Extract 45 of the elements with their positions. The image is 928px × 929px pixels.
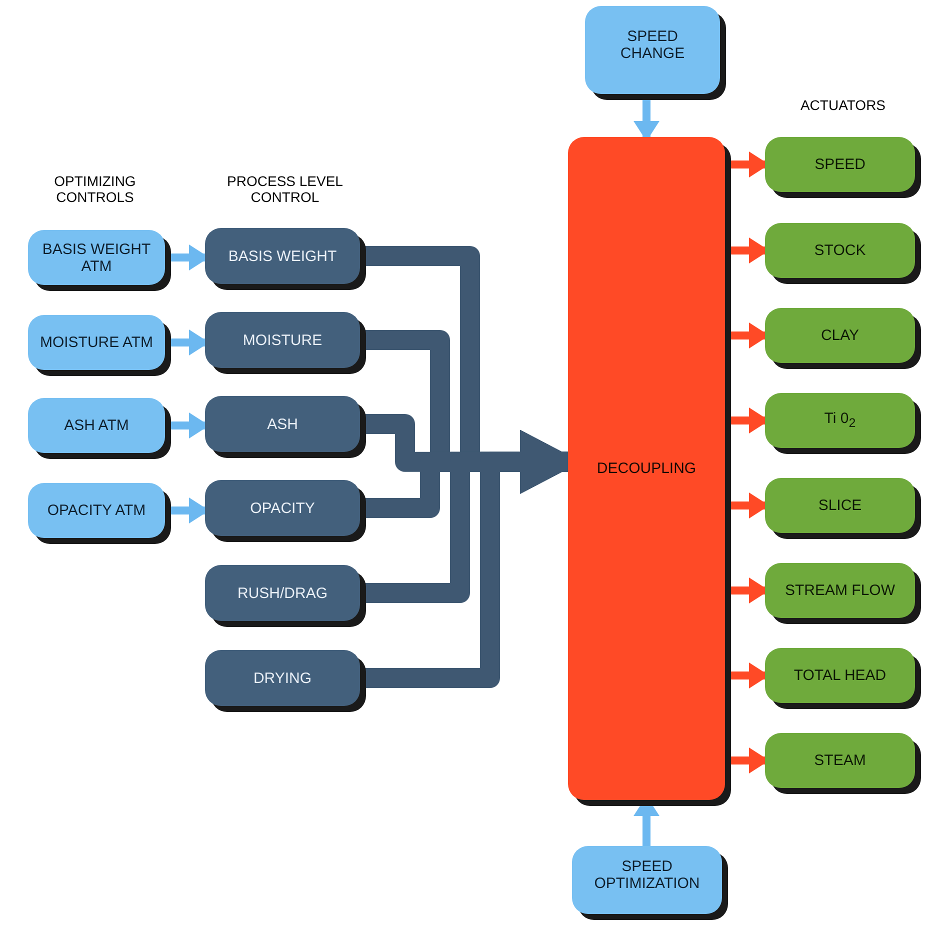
control-box <box>28 483 165 538</box>
control-box <box>205 480 360 536</box>
actuator-box <box>765 733 915 788</box>
node-label: DECOUPLING <box>596 460 696 477</box>
actuator-box <box>765 648 915 703</box>
node-label: STEAM <box>814 752 866 769</box>
control-box <box>28 398 165 453</box>
node-label: ASH ATM <box>64 417 129 434</box>
node-label: SLICE <box>818 497 862 514</box>
control-box <box>28 230 165 285</box>
node-label: STREAM FLOW <box>784 582 895 599</box>
node-label: Ti 0$_{2}$ <box>824 410 856 432</box>
node-label: STOCK <box>814 242 866 259</box>
node-label: OPACITY ATM <box>47 502 146 519</box>
control-box <box>585 6 720 94</box>
node-label: MOISTURE <box>242 332 322 348</box>
column-heading: PROCESS LEVEL CONTROL <box>226 173 344 205</box>
control-box <box>205 565 360 621</box>
node-label: BASIS WEIGHT <box>228 248 337 264</box>
control-box <box>205 650 360 706</box>
control-box <box>572 846 722 914</box>
node-label: SPEED <box>814 156 866 173</box>
column-heading: ACTUATORS <box>799 97 887 113</box>
actuator-box <box>765 308 915 363</box>
decoupling-block <box>568 137 725 800</box>
control-box <box>28 315 165 370</box>
actuator-box <box>765 478 915 533</box>
node-label: CLAY <box>820 327 860 344</box>
actuator-box <box>765 563 915 618</box>
node-label: RUSH/DRAG <box>237 584 328 602</box>
control-box <box>205 396 360 452</box>
actuator-box <box>765 223 915 278</box>
node-label: SPEED OPTIMIZATION <box>593 858 701 892</box>
column-heading: OPTIMIZING CONTROLS <box>53 173 137 205</box>
node-label: MOISTURE ATM <box>40 334 154 351</box>
actuator-box <box>765 393 915 448</box>
node-label: SPEED CHANGE <box>619 28 686 62</box>
node-label: TOTAL HEAD <box>794 667 886 684</box>
node-label: DRYING <box>253 670 312 686</box>
node-label: BASIS WEIGHT ATM <box>41 240 152 274</box>
control-box <box>205 312 360 368</box>
control-box <box>205 228 360 284</box>
actuator-box <box>765 137 915 192</box>
node-label: OPACITY <box>250 500 315 516</box>
node-label: ASH <box>267 416 298 432</box>
